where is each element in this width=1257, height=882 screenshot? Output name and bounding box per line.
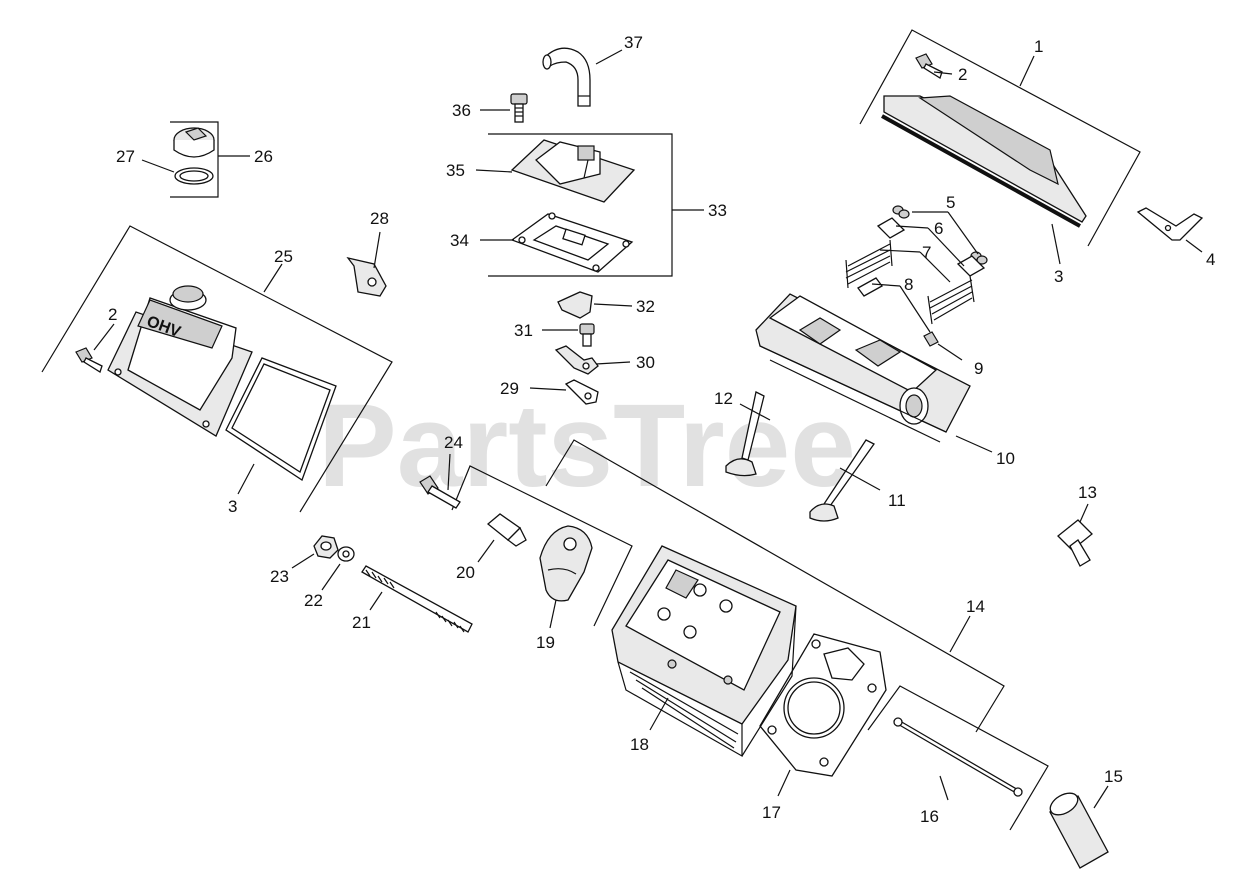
spacer-part-32[interactable] — [557, 291, 593, 319]
bracket-part-4[interactable] — [1136, 207, 1204, 241]
callout-labels: 1 2 3 4 5 6 7 8 9 10 11 12 13 14 15 16 1… — [108, 33, 1215, 826]
cap-o-ring-part[interactable] — [174, 167, 214, 185]
group-bracket-16 — [867, 685, 1049, 831]
callout-31[interactable]: 31 — [514, 321, 533, 340]
breather-tube-part[interactable] — [1057, 519, 1093, 567]
callout-27[interactable]: 27 — [116, 147, 135, 166]
lifting-strap-part-29[interactable] — [564, 379, 599, 405]
callout-30[interactable]: 30 — [636, 353, 655, 372]
callout-32[interactable]: 32 — [636, 297, 655, 316]
rocker-cover-part[interactable] — [883, 95, 1087, 223]
callout-15[interactable]: 15 — [1104, 767, 1123, 786]
spring-retainer-part[interactable] — [876, 217, 986, 277]
hex-nut-part[interactable] — [313, 535, 339, 559]
callout-20[interactable]: 20 — [456, 563, 475, 582]
callout-2-right[interactable]: 2 — [958, 65, 967, 84]
head-gasket-part[interactable] — [759, 633, 887, 777]
group-bracket-26 — [170, 121, 219, 198]
callout-37[interactable]: 37 — [624, 33, 643, 52]
callout-17[interactable]: 17 — [762, 803, 781, 822]
lifting-bracket-part-28[interactable] — [346, 256, 387, 297]
group-bracket-20 — [451, 465, 633, 627]
callout-34[interactable]: 34 — [450, 231, 469, 250]
breather-cover-part[interactable] — [510, 139, 636, 203]
callout-3-right[interactable]: 3 — [1054, 267, 1063, 286]
valve-cover-part[interactable]: OHV — [107, 285, 253, 437]
valve-cover-gasket-part-left[interactable] — [225, 357, 337, 481]
cover-seal-strip-part[interactable] — [881, 114, 1081, 228]
oil-fill-cap-part[interactable] — [173, 127, 215, 158]
callout-19[interactable]: 19 — [536, 633, 555, 652]
valve-spring-part[interactable] — [845, 239, 975, 325]
callout-4[interactable]: 4 — [1206, 250, 1215, 269]
leader-lines — [93, 49, 1203, 809]
rocker-arm-part[interactable] — [539, 525, 593, 602]
group-bracket-1 — [859, 29, 1141, 247]
callout-23[interactable]: 23 — [270, 567, 289, 586]
callout-16[interactable]: 16 — [920, 807, 939, 826]
callout-21[interactable]: 21 — [352, 613, 371, 632]
callout-13[interactable]: 13 — [1078, 483, 1097, 502]
breather-gasket-part[interactable] — [510, 212, 634, 273]
callout-3-left[interactable]: 3 — [228, 497, 237, 516]
rocker-housing-part[interactable] — [755, 293, 971, 443]
callout-9[interactable]: 9 — [974, 359, 983, 378]
group-bracket-14 — [545, 439, 1005, 733]
callout-25[interactable]: 25 — [274, 247, 293, 266]
callout-33[interactable]: 33 — [708, 201, 727, 220]
screw-part-31[interactable] — [579, 323, 595, 347]
callout-5[interactable]: 5 — [946, 193, 955, 212]
callout-6[interactable]: 6 — [934, 219, 943, 238]
cover-screw-part-left[interactable] — [75, 347, 103, 373]
callout-35[interactable]: 35 — [446, 161, 465, 180]
rocker-bolt-part[interactable] — [419, 475, 461, 509]
breather-hose-part[interactable] — [542, 47, 591, 107]
screw-part-36[interactable] — [510, 93, 528, 123]
callout-22[interactable]: 22 — [304, 591, 323, 610]
callout-2-left[interactable]: 2 — [108, 305, 117, 324]
washer-part[interactable] — [337, 546, 355, 562]
callout-29[interactable]: 29 — [500, 379, 519, 398]
callout-10[interactable]: 10 — [996, 449, 1015, 468]
cylinder-head-part[interactable] — [611, 545, 797, 758]
valve-keeper-part[interactable] — [892, 205, 988, 265]
callout-8[interactable]: 8 — [904, 275, 913, 294]
callout-1[interactable]: 1 — [1034, 37, 1043, 56]
valve-stem-seal-part[interactable] — [857, 277, 939, 347]
valve-lifter-part[interactable] — [1047, 789, 1109, 869]
group-bracket-33 — [488, 133, 673, 277]
callout-12[interactable]: 12 — [714, 389, 733, 408]
intake-valve-part[interactable] — [725, 391, 765, 477]
callout-28[interactable]: 28 — [370, 209, 389, 228]
callout-18[interactable]: 18 — [630, 735, 649, 754]
callout-36[interactable]: 36 — [452, 101, 471, 120]
rocker-pivot-part[interactable] — [486, 513, 527, 547]
cover-screw-part-right[interactable] — [915, 53, 943, 79]
callout-11[interactable]: 11 — [888, 491, 906, 510]
callout-24[interactable]: 24 — [444, 433, 463, 452]
lifting-strap-part-30[interactable] — [554, 345, 599, 375]
callout-7[interactable]: 7 — [922, 243, 931, 262]
callout-14[interactable]: 14 — [966, 597, 985, 616]
push-rod-part[interactable] — [893, 717, 1023, 797]
head-stud-part[interactable] — [361, 565, 473, 633]
group-bracket-25 — [41, 225, 393, 513]
callout-26[interactable]: 26 — [254, 147, 273, 166]
